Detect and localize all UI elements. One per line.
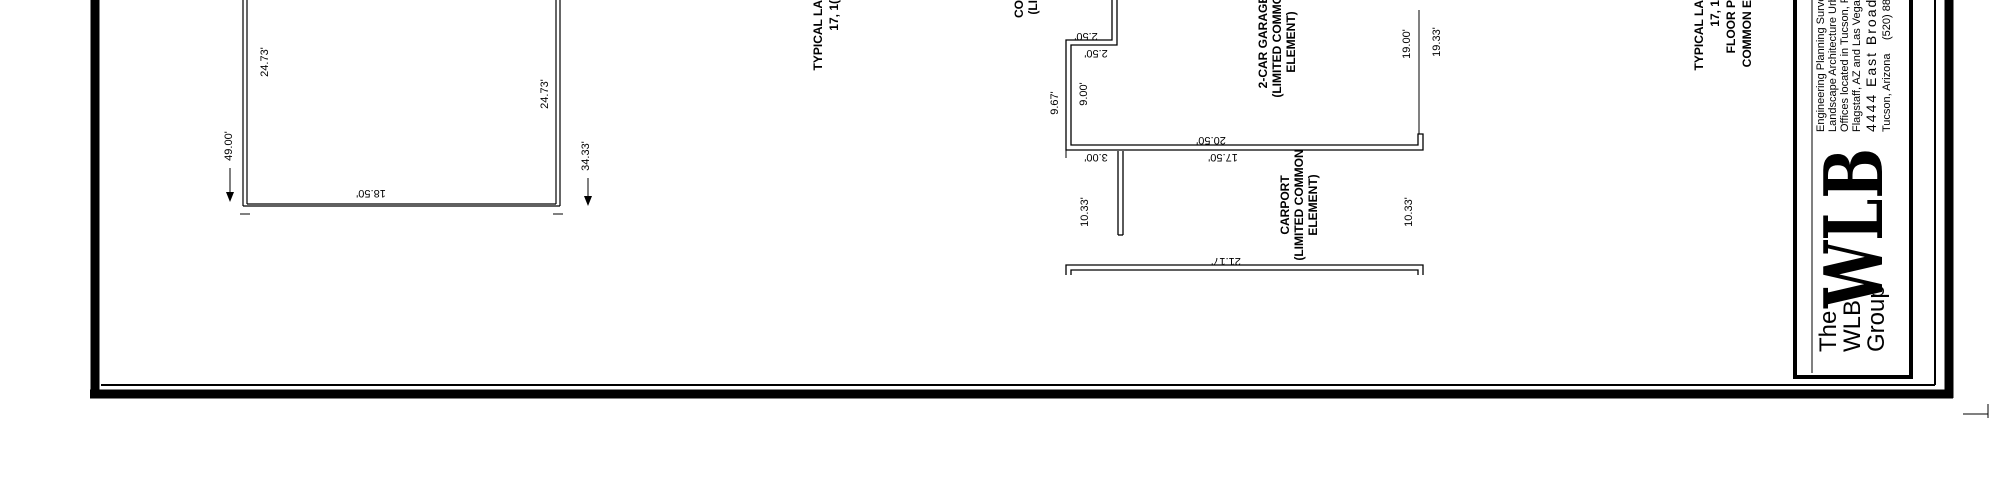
dim-left-b: 9.00'	[1078, 82, 1090, 106]
offices-line-2: Flagstaff, AZ and Las Vegas, NV.	[1851, 0, 1863, 132]
center-floor-plan: 2.50' 2.50' 9.67' 9.00' 20.50' 3.00' 17.…	[1012, 0, 1443, 275]
dim-right-side: 24.73'	[539, 79, 551, 109]
carport-label-2: (LIMITED COMMON	[1292, 149, 1306, 260]
offices-line: Offices located in Tucson, Phoeni	[1839, 0, 1851, 132]
garage-label-2: (LIMITED COMMON	[1270, 0, 1284, 98]
cut-label-1: CO	[1012, 0, 1026, 18]
typical-layout-right-line-4: COMMON E	[1740, 0, 1754, 67]
wlb-logo: The WLB Group WLB	[1806, 148, 1901, 352]
dim-mid-c: 17.50'	[1208, 151, 1238, 163]
dim-total-right: 34.33'	[580, 141, 592, 171]
dim-bottom-center: 21.17'	[1211, 255, 1241, 267]
typical-layout-right-line-1: TYPICAL LA	[1692, 0, 1706, 70]
title-block: The WLB Group WLB Engineering Planning S…	[1793, 0, 1913, 379]
logo-group: Group	[1863, 285, 1890, 352]
dim-mid-b: 3.00'	[1084, 151, 1108, 163]
typical-layout-label-right: TYPICAL LA 17, 1 FLOOR P COMMON E	[1692, 0, 1754, 70]
typical-layout-label-mid: TYPICAL LA 17, 1(	[811, 0, 841, 70]
dim-mid-a: 20.50'	[1196, 134, 1226, 146]
dim-bottom: 18.50'	[356, 187, 386, 199]
dim-right-a: 19.00'	[1401, 29, 1413, 59]
carport-label-1: CARPORT	[1278, 175, 1292, 235]
carport-label-3: ELEMENT)	[1306, 174, 1320, 235]
services-line-2: Landscape Architecture Urban D	[1827, 0, 1839, 132]
typical-layout-mid-line-2: 17, 1(	[827, 0, 841, 31]
city-line: Tucson, Arizona	[1881, 53, 1893, 132]
logo-wlb-large: WLB	[1806, 148, 1901, 309]
dim-carport-left: 10.33'	[1079, 197, 1091, 227]
typical-layout-right-line-3: FLOOR P	[1724, 0, 1738, 53]
typical-layout-mid-line-1: TYPICAL LA	[811, 0, 825, 70]
sheet-border	[90, 0, 1989, 418]
cut-label-2: (LI	[1026, 0, 1040, 15]
dim-left-side: 24.73'	[259, 47, 271, 77]
dim-total-left: 49.00'	[223, 131, 235, 161]
phone-line: (520) 881-	[1881, 0, 1893, 40]
logo-wlb-small: WLB	[1839, 300, 1866, 352]
dim-right-b: 19.33'	[1431, 27, 1443, 57]
address-line: 4444 East Broadw	[1863, 0, 1879, 132]
dim-carport-right: 10.33'	[1403, 197, 1415, 227]
garage-label-3: ELEMENT)	[1284, 11, 1298, 72]
dim-left-a: 9.67'	[1049, 91, 1061, 115]
dim-top-b: 2.50'	[1084, 47, 1108, 59]
services-line: Engineering Planning Surve	[1815, 0, 1827, 132]
logo-the: The	[1815, 311, 1842, 352]
garage-label-1: 2-CAR GARAGE	[1256, 0, 1270, 88]
left-floor-plan: 24.73' 24.73' 18.50' 49.00' 34.33'	[223, 0, 592, 215]
typical-layout-right-line-2: 17, 1	[1708, 0, 1722, 27]
dim-top-a: 2.50'	[1074, 30, 1098, 42]
